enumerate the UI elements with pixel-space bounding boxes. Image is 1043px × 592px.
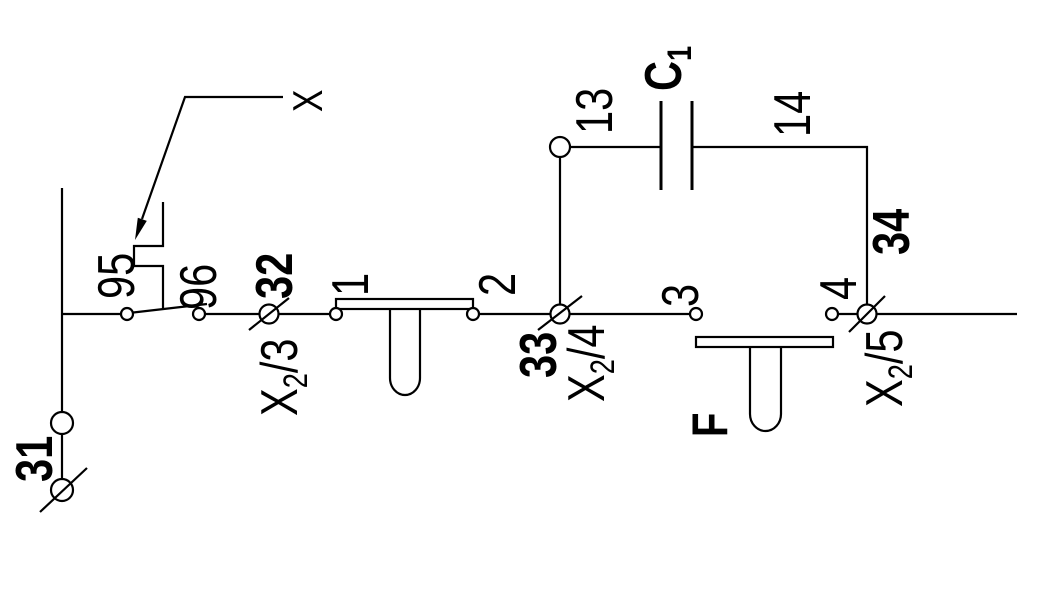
contact-96-circle	[191, 306, 207, 322]
label-x2-3-base: X	[250, 388, 309, 416]
terminal-31-slash	[39, 467, 88, 513]
label-terminal-x2-4: X2/4	[557, 324, 622, 402]
contact-4-circle	[824, 306, 840, 322]
callout-leader-line	[140, 95, 283, 220]
label-contact-1: 1	[321, 273, 380, 296]
label-c1-sub: 1	[660, 46, 699, 61]
label-contact-2: 2	[468, 273, 527, 296]
label-x2-3-sub: 2	[276, 373, 315, 388]
thermal-release-symbol	[132, 202, 165, 309]
overload-contact-blade	[128, 302, 208, 315]
label-start-button-f: F	[682, 413, 738, 437]
stop-button-plunger	[388, 309, 422, 397]
label-callout-x: X	[286, 90, 332, 112]
terminal-x2-5-slash	[848, 295, 886, 333]
label-terminal-x2-3: X2/3	[250, 338, 315, 416]
label-x2-5-sub: 2	[881, 364, 920, 379]
label-contact-13: 13	[565, 88, 624, 134]
label-capacitor-c1: C1	[634, 46, 699, 91]
stop-button-bridge	[334, 297, 475, 311]
label-contact-14: 14	[763, 91, 822, 137]
start-button-plunger	[748, 347, 783, 433]
terminal-x2-3-slash	[248, 297, 290, 331]
contact-95-circle	[119, 306, 135, 322]
terminal-x2-4-slash	[537, 295, 583, 331]
label-x2-4-rest: /4	[557, 324, 616, 359]
label-96: 96	[169, 264, 228, 310]
label-wire-31: 31	[5, 436, 64, 482]
contact-1-circle	[328, 306, 344, 322]
label-wire-34: 34	[862, 209, 921, 255]
terminal-31-upper-circle	[49, 410, 75, 436]
label-x2-5-base: X	[855, 379, 914, 407]
label-95: 95	[87, 253, 146, 299]
contact-3-circle	[688, 306, 704, 322]
label-terminal-x2-5: X2/5	[855, 329, 920, 407]
label-c1-base: C	[634, 61, 693, 91]
label-wire-33: 33	[509, 332, 568, 378]
label-contact-3: 3	[651, 284, 710, 307]
label-contact-4: 4	[809, 277, 868, 300]
label-wire-32: 32	[245, 253, 304, 299]
contact-13-circle	[548, 135, 572, 159]
label-x2-4-sub: 2	[583, 359, 622, 374]
contact-2-circle	[465, 306, 481, 322]
label-x2-5-rest: /5	[855, 329, 914, 364]
label-x2-3-rest: /3	[250, 338, 309, 373]
label-x2-4-base: X	[557, 374, 616, 402]
callout-arrowhead	[135, 217, 147, 240]
start-button-bridge	[694, 335, 835, 349]
